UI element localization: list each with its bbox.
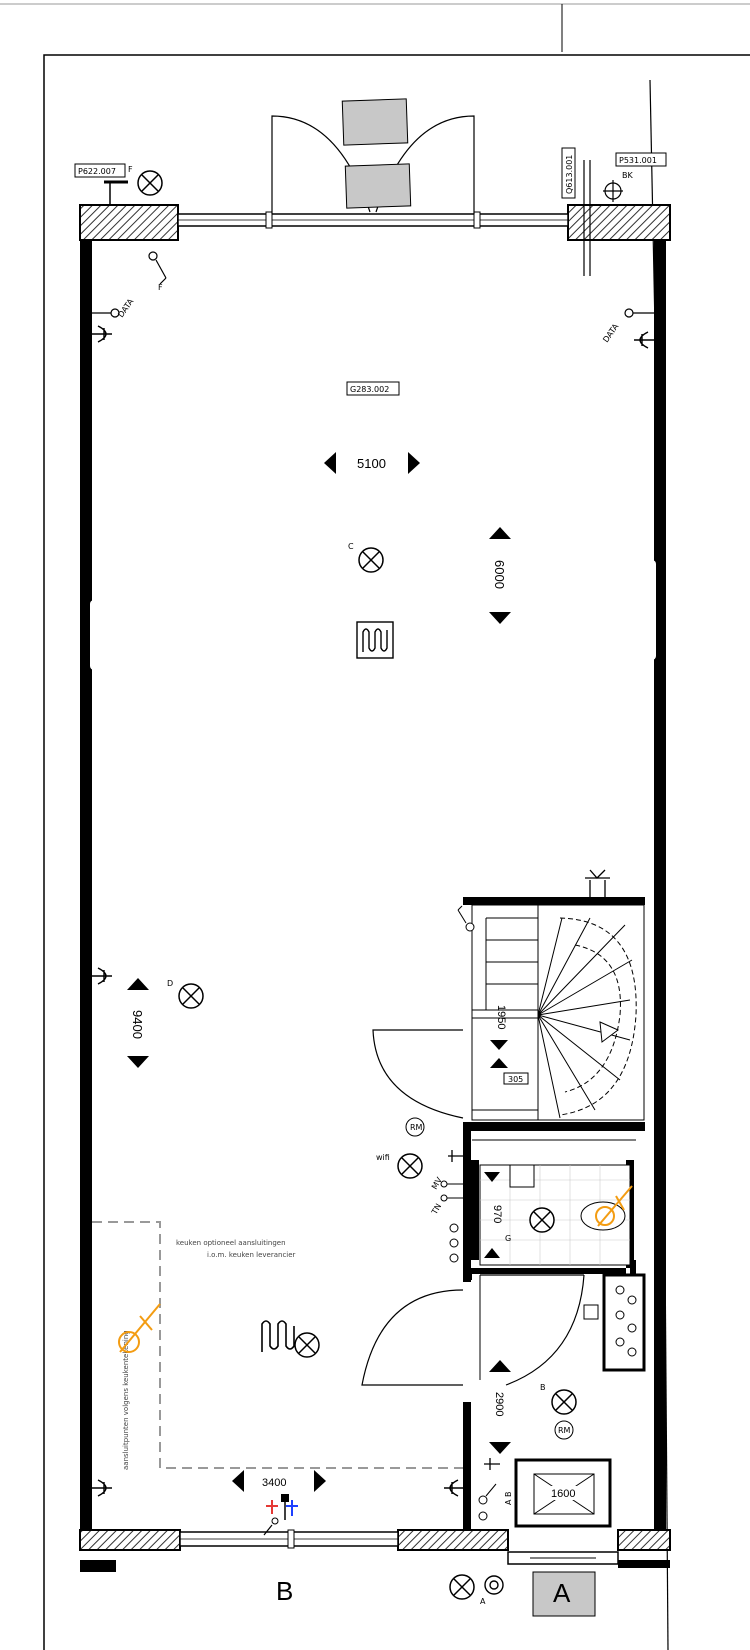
- floor-heating-icon: [356, 621, 394, 659]
- dim-toilet-depth: 970: [491, 1205, 503, 1223]
- dim-room-width: 5100: [357, 456, 386, 471]
- socket-left-top: [92, 325, 112, 343]
- label-g: G: [505, 1234, 511, 1243]
- outdoor-light-a: A: [449, 1574, 504, 1606]
- label-c: C: [348, 542, 354, 551]
- code-top-left: P622.007: [78, 167, 116, 176]
- outdoor-socket-top-right: BK: [583, 160, 633, 276]
- code-tag-top-right: P531.001: [615, 152, 667, 167]
- label-f-top: F: [128, 165, 133, 174]
- facade-label-a: A: [532, 1571, 596, 1617]
- toilet-room: 970 G: [479, 1164, 633, 1266]
- ceiling-light-c: C: [348, 542, 384, 573]
- dimension-depth: 6000: [489, 527, 511, 624]
- facade-label-b: B: [276, 1576, 293, 1606]
- outer-walls: [79, 204, 671, 1572]
- ceiling-light-d: D: [167, 979, 204, 1009]
- label-data-right: DATA: [601, 322, 620, 344]
- data-outlet-right: DATA: [601, 308, 654, 344]
- label-wifi: wifi: [376, 1153, 390, 1162]
- garden-doors: [271, 98, 475, 214]
- code-stairs: 305: [508, 1075, 523, 1084]
- hall-switches: A B: [478, 1458, 513, 1521]
- label-tn: TN: [429, 1202, 443, 1217]
- switch-stair: [457, 905, 475, 932]
- dim-room-depth: 6000: [492, 560, 507, 589]
- door-hall: [372, 1029, 464, 1119]
- label-data-left: DATA: [116, 297, 135, 319]
- label-ab-switch: A B: [504, 1491, 513, 1505]
- data-outlet-left: DATA: [92, 297, 136, 319]
- dimension-hall: 2900: [489, 1360, 511, 1454]
- closet: 1600: [514, 1458, 612, 1528]
- smoke-detector-rm-top: RM: [405, 1117, 425, 1137]
- dimension-kitchen-width: 3400: [232, 1470, 326, 1492]
- kitchen-note-line1: keuken optioneel aansluitingen: [176, 1239, 286, 1247]
- wifi-light: wifi: [376, 1153, 423, 1179]
- dim-hall-depth: 2900: [493, 1392, 505, 1416]
- label-d: D: [167, 979, 173, 988]
- switch-f: F: [148, 251, 167, 292]
- kitchen-note-line2: i.o.m. keuken leverancier: [207, 1251, 296, 1259]
- kitchen-vertical-note: aansluitpunten volgens keukentekening: [122, 1330, 130, 1470]
- dim-kitchen-width: 3400: [262, 1477, 286, 1489]
- kitchen-light: [294, 1332, 320, 1358]
- label-b-light: B: [540, 1383, 546, 1392]
- code-tag-top-right-vertical: Q613.001: [561, 147, 576, 199]
- label-rm-top: RM: [410, 1123, 423, 1132]
- label-mv: MV: [430, 1175, 444, 1191]
- vent-symbol-top: [585, 869, 610, 897]
- staircase: 1950 305: [471, 904, 645, 1121]
- sheet-frame: [43, 54, 750, 1650]
- door-toilet: [479, 1274, 585, 1386]
- dim-stair-depth: 1950: [495, 1005, 507, 1029]
- door-kitchen: [361, 1289, 464, 1386]
- kitchen-heating-icon: [261, 1320, 295, 1352]
- label-f-switch: F: [158, 283, 163, 292]
- code-top-right-vertical: Q613.001: [565, 155, 574, 194]
- label-a-bottom: A: [480, 1597, 486, 1606]
- code-tag-center: G283.002: [346, 381, 400, 396]
- code-top-right: P531.001: [619, 156, 657, 165]
- kitchen-zone: aansluitpunten volgens keukentekening ke…: [92, 1221, 464, 1470]
- left-wall-gap: [90, 600, 98, 670]
- socket-kitchen-right: [444, 1479, 464, 1497]
- label-rm-hall: RM: [558, 1426, 571, 1435]
- socket-right-top: [634, 331, 654, 349]
- code-tag-top-left: P622.007: [74, 163, 126, 178]
- label-facade-b: B: [276, 1576, 293, 1606]
- meter-cupboard: [583, 1273, 646, 1372]
- smoke-detector-rm-hall: RM: [554, 1420, 574, 1440]
- dim-closet-width: 1600: [551, 1488, 575, 1500]
- meter-symbol: [263, 1494, 298, 1536]
- label-bk: BK: [622, 171, 633, 180]
- dimension-lower-depth: 9400: [127, 978, 149, 1068]
- outdoor-light-top-left: F: [104, 165, 163, 205]
- dimension-width: 5100: [324, 452, 420, 474]
- socket-left-bottom: [92, 1479, 112, 1497]
- socket-left-mid: [92, 967, 112, 985]
- right-wall-gap: [646, 560, 656, 660]
- mv-tn-outlets: MV TN: [429, 1150, 463, 1263]
- label-facade-a: A: [553, 1578, 571, 1608]
- hall-light-b: B: [540, 1383, 577, 1415]
- dim-lower-depth: 9400: [130, 1010, 145, 1039]
- code-center: G283.002: [350, 385, 389, 394]
